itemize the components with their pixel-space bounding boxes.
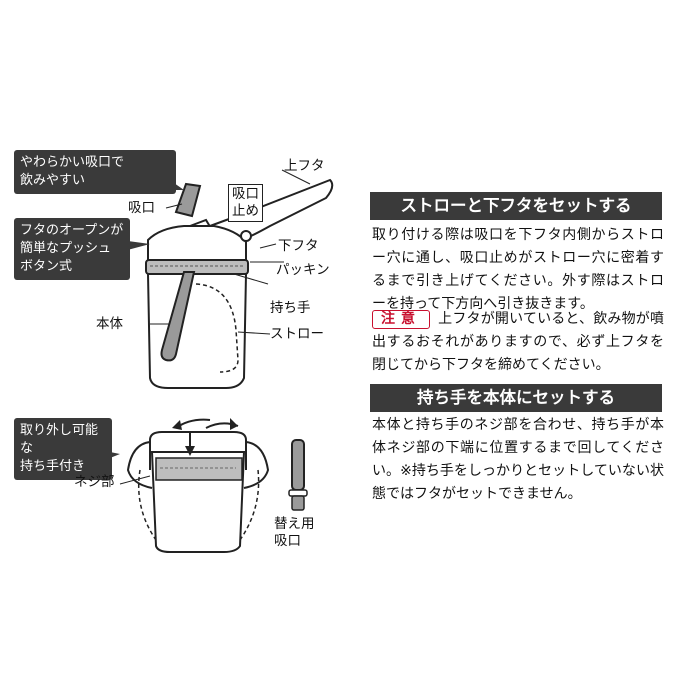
caution-badge: 注意 (372, 310, 430, 329)
label-mouthpiece: 吸口 (128, 200, 155, 216)
button-circle (240, 230, 252, 242)
section-text-straw-lid: 取り付ける際は吸口を下フタ内側からストロー穴に通し、吸口止めがストロー穴に密着す… (372, 227, 664, 312)
label-straw: ストロー (270, 326, 324, 342)
lower-lid-shape (147, 225, 247, 265)
section-title-handle: 持ち手を本体にセットする (370, 384, 662, 412)
caution-block: 注意上フタが開いていると、飲み物が噴出するおそれがありますので、必ず上フタを閉じ… (372, 308, 664, 377)
left-handle-loop (126, 441, 153, 489)
section-text-handle: 本体と持ち手のネジ部を合わせ、持ち手が本体ネジ部の下端に位置するまで回してくださ… (372, 417, 664, 502)
label-upper-lid: 上フタ (284, 158, 325, 174)
handle-ring (149, 431, 247, 470)
right-handle-loop (243, 441, 270, 489)
label-mouthpiece-stopper: 吸口 止め (228, 184, 263, 222)
label-gasket: パッキン (276, 262, 330, 278)
label-thread: ネジ部 (74, 474, 115, 490)
gasket-band (145, 259, 249, 275)
callout-removable-handle: 取り外し可能な 持ち手付き (14, 418, 112, 480)
callout-soft-mouthpiece: やわらかい吸口で 飲みやすい (14, 150, 176, 194)
replacement-mouthpiece-shape (291, 439, 305, 491)
label-replacement-mouthpiece: 替え用 吸口 (274, 516, 315, 549)
callout-push-button: フタのオープンが 簡単なプッシュ ボタン式 (14, 218, 130, 280)
section-title-straw-lid: ストローと下フタをセットする (370, 192, 662, 220)
label-handle: 持ち手 (270, 300, 311, 316)
mouthpiece-shape (174, 182, 202, 218)
thread-band (155, 457, 243, 481)
straw-shape (160, 271, 196, 362)
caution-text: 上フタが開いていると、飲み物が噴出するおそれがありますので、必ず上フタを閉じてか… (372, 311, 664, 373)
body-shape (146, 273, 248, 389)
label-body: 本体 (96, 316, 123, 332)
label-lower-lid: 下フタ (278, 238, 319, 254)
